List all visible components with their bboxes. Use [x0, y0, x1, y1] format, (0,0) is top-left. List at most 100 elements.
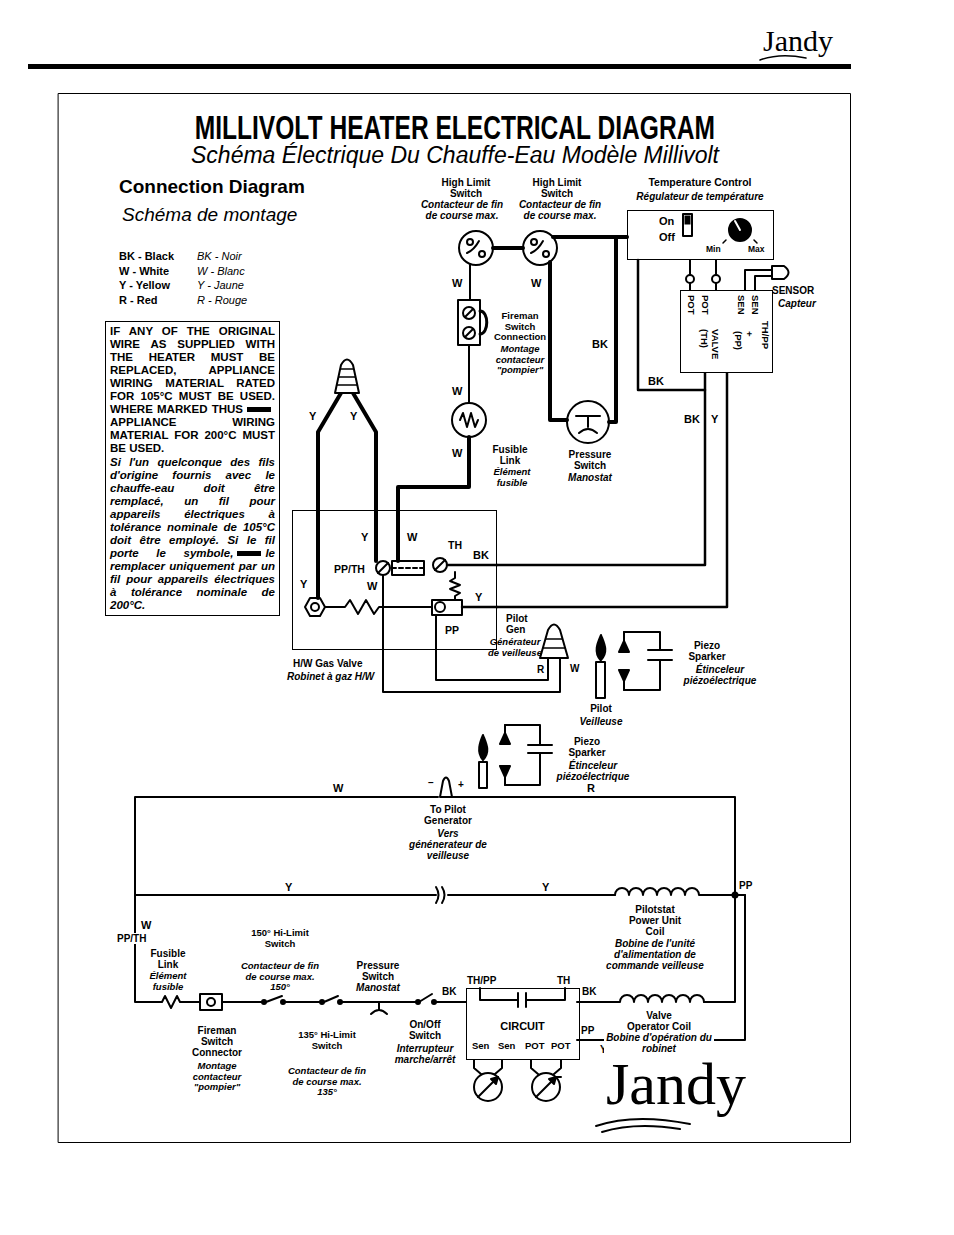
wire-color: Y: [542, 881, 549, 893]
terminal-strip: POTPOTSENSENTH/PP+ (PP)VALVE (TH): [680, 290, 773, 373]
part-label: SENSOR: [772, 285, 814, 296]
part-label: Piezo Sparker: [564, 736, 610, 758]
wire-color: W: [531, 277, 541, 289]
note-text: APPLIANCE WIRING MATERIAL FOR 200°C MUST…: [110, 416, 275, 454]
circuit-board: CIRCUITSenSenPOTPOT: [466, 988, 580, 1060]
logo: Jandy: [763, 24, 833, 58]
wire-color: Y: [361, 531, 368, 543]
logo: Jandy: [606, 1052, 746, 1116]
wire-200c-symbol: [247, 407, 271, 412]
node-text: Temperature Control: [620, 177, 780, 189]
part-label: Fireman Switch Connector: [189, 1025, 245, 1059]
wire-color: W: [367, 580, 377, 592]
fusible-link-symbol: [452, 403, 486, 437]
node-text: SEN: [736, 295, 747, 315]
part-label-fr: Étinceleur piézoélectrique: [678, 664, 762, 686]
part-label: Pilot: [581, 703, 621, 714]
part-label-fr: Élément fusible: [483, 467, 541, 488]
note-paragraph: IF ANY OF THE ORIGINAL WIRE AS SUPPLIED …: [110, 325, 275, 455]
wire-color: R: [587, 782, 595, 794]
legend-entry: W - White: [119, 265, 169, 277]
gas-valve-internals: [305, 558, 497, 616]
node-text: + (PP): [733, 331, 755, 353]
part-label-fr: Vers génénerateur de veilleuse: [408, 828, 488, 862]
part-label-fr: Montage contacteur "pompier": [489, 344, 551, 376]
part-label-fr: Bobine de l'unité d'alimentation de comm…: [600, 938, 710, 972]
pressure-switch-symbol: [567, 401, 609, 443]
node-text: POT: [686, 295, 697, 315]
polarity-mark: –: [428, 777, 434, 788]
node-text: Régulateur de température: [620, 191, 780, 202]
wire-color: W: [452, 385, 462, 397]
wire-color: W: [407, 531, 417, 543]
temperature-control: OnOffMinMaxTemperature ControlRégulateur…: [620, 177, 780, 263]
legend-entry: R - Rouge: [197, 294, 247, 306]
node-text: TH: [448, 540, 462, 552]
node-text: CIRCUIT: [467, 1020, 578, 1032]
part-label: Valve Operator Coil: [625, 1010, 693, 1032]
node-outline: PP/THTHPP: [292, 510, 497, 650]
pilot-symbol: [596, 635, 605, 698]
wire-nut-symbol: [335, 360, 359, 394]
part-label-fr: Contacteur de fin de course max. 150°: [236, 961, 324, 993]
warning-box: IF ANY OF THE ORIGINAL WIRE AS SUPPLIED …: [105, 321, 280, 616]
legend-entry: BK - Noir: [197, 250, 242, 262]
terminal-name: TH: [557, 975, 570, 986]
wire-color: Y: [475, 591, 482, 603]
wire-color: Y: [300, 578, 307, 590]
node-text: On: [659, 215, 674, 227]
part-label: Pressure Switch: [351, 960, 406, 982]
schematic-wiring: [135, 778, 745, 1041]
wire-color: Y: [711, 413, 718, 425]
part-label: Fusible Link: [145, 948, 191, 970]
piezo-sparker-symbol: [479, 632, 672, 788]
wire-color: BK: [473, 549, 489, 561]
part-label: On/Off Switch: [400, 1019, 450, 1041]
legend-entry: W - Blanc: [197, 265, 245, 277]
wire-color: BK: [442, 986, 456, 997]
section-heading: Connection Diagram: [119, 176, 305, 197]
wire-color: BK: [582, 986, 596, 997]
note-paragraph: Si l'un quelconque des fils d'origine fo…: [110, 456, 275, 612]
part-label-fr: Interrupteur marche/arrêt: [385, 1043, 465, 1065]
wires: [318, 237, 705, 692]
wire: [497, 373, 727, 607]
note-text: IF ANY OF THE ORIGINAL WIRE AS SUPPLIED …: [110, 325, 275, 415]
part-label-fr: Montage contacteur "pompier": [186, 1061, 248, 1093]
gas-valve: PP/THTHPPH/W Gas ValveRobinet à gaz H/W: [287, 510, 502, 692]
wire-color: Y: [285, 881, 292, 893]
node-text: Max: [748, 245, 765, 255]
node-text: Sen: [472, 1041, 489, 1052]
wire-color: W: [452, 447, 462, 459]
legend-entry: BK - Black: [119, 250, 174, 262]
node-outline: OnOffMinMax: [627, 210, 774, 260]
part-label: Fusible Link: [487, 444, 533, 466]
node-text: PP/TH: [334, 564, 365, 576]
polarity-mark: +: [458, 779, 464, 790]
pilot-generator-symbol: [540, 625, 568, 659]
part-label-fr: Manostat: [560, 472, 620, 483]
part-label: Pilotstat Power Unit Coil: [619, 904, 691, 938]
terminal-name: PP: [739, 880, 752, 891]
wire-color: W: [570, 663, 579, 674]
part-label-fr: Contacteur de fin de course max. 135°: [282, 1066, 372, 1098]
part-label: 135° Hi-Limit Switch: [298, 1030, 356, 1051]
part-label-fr: Veilleuse: [571, 716, 631, 727]
page-frame: [28, 56, 851, 1143]
fireman-connector-symbol: [458, 300, 487, 345]
node-text: Off: [659, 231, 675, 243]
part-label: 150° Hi-Limit Switch: [251, 928, 309, 949]
note-text: Si l'un quelconque des fils d'origine fo…: [110, 456, 275, 559]
part-label-fr: Générateur de veilleuse: [487, 637, 543, 658]
terminal-name: TH/PP: [467, 975, 496, 986]
wire-color: Y: [309, 410, 316, 422]
part-label: Pressure Switch: [563, 449, 618, 471]
part-label: High Limit Switch: [526, 177, 588, 199]
part-label: To Pilot Generator: [417, 804, 479, 826]
part-label: Piezo Sparker: [684, 640, 730, 662]
part-label-fr: Étinceleur piézoélectrique: [551, 760, 635, 782]
part-label: Fireman Switch Connection: [489, 311, 551, 343]
wire-color: BK: [648, 375, 664, 387]
node-text: SEN: [750, 295, 761, 315]
wire-color: BK: [684, 413, 700, 425]
